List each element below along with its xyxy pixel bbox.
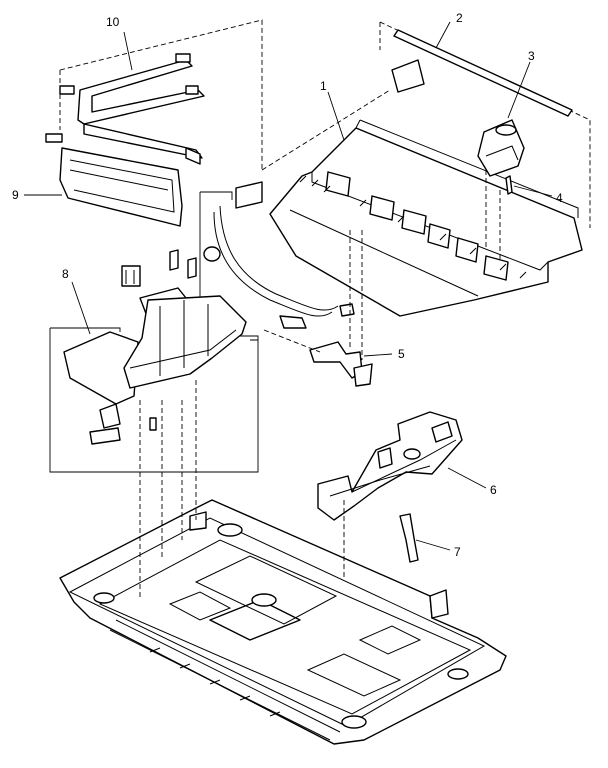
callout-7: 7	[454, 545, 461, 559]
part-3-spring-bracket	[477, 119, 525, 177]
callout-9: 9	[12, 188, 19, 202]
callout-4: 4	[556, 191, 563, 205]
callout-1: 1	[320, 79, 327, 93]
base-frame	[59, 499, 507, 745]
alignment-lines	[139, 170, 501, 600]
callout-8: 8	[62, 267, 69, 281]
part-2-guide-rod	[393, 29, 573, 117]
callout-5: 5	[398, 347, 405, 361]
part-8-left-frame	[49, 249, 259, 473]
leader-lines	[24, 21, 553, 551]
part-1-top-cover	[235, 59, 583, 317]
callout-3: 3	[528, 49, 535, 63]
part-4-pin	[505, 175, 513, 195]
grouping-box-cables	[59, 19, 263, 170]
part-6-right-bracket	[317, 411, 463, 521]
part-9-folded-cable	[59, 147, 183, 227]
grouping-box-top-cover	[261, 21, 591, 228]
harness-wires	[199, 191, 339, 340]
part-7-clip	[399, 513, 419, 563]
callout-10: 10	[106, 15, 120, 29]
callouts: 10 2 1 3 4 9 8 5 6 7	[12, 11, 563, 559]
part-10-flat-cable	[45, 53, 205, 165]
callout-6: 6	[490, 483, 497, 497]
part-5-sensor-lever	[309, 303, 373, 387]
callout-2: 2	[456, 11, 463, 25]
